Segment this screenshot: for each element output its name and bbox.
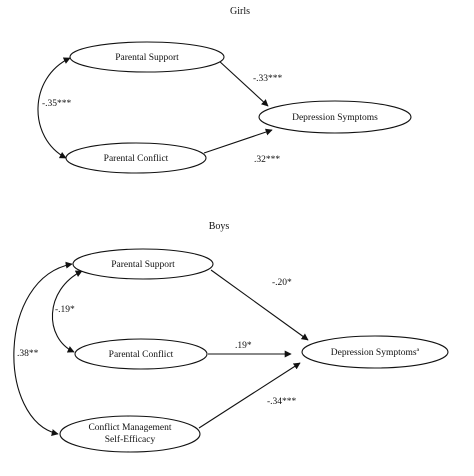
boys-node-conflict-management-self-efficacy-ellipse [59, 415, 201, 453]
girls-node-depression-symptoms-label: Depression Symptoms [292, 113, 378, 123]
boys-node-parental-support: Parental Support [72, 248, 214, 280]
boys-coef-support-depression: -.20* [272, 278, 292, 288]
girls-panel: Girls Parental Support Parental Conflict… [37, 6, 412, 174]
boys-node-conflict-management-self-efficacy: Conflict Management Self-Efficacy [59, 415, 201, 453]
boys-coef-conflict-depression: .19* [235, 341, 252, 351]
girls-node-depression-symptoms-ellipse [258, 100, 412, 134]
boys-coef-support-conflict: -.19* [55, 305, 75, 315]
girls-coef-support-conflict: -.35*** [42, 99, 72, 109]
girls-node-parental-conflict: Parental Conflict [65, 142, 207, 174]
boys-support-efficacy-arrow [13, 261, 73, 436]
boys-node-efficacy-label-line1: Conflict Management [88, 422, 171, 433]
boys-efficacy-depression-arrow [198, 362, 301, 429]
boys-node-parental-support-label: Parental Support [111, 260, 175, 270]
boys-panel: Boys Parental Support Parental Conflict … [13, 221, 449, 453]
boys-coef-support-efficacy: .38** [17, 349, 39, 359]
boys-node-depression-symptoms: Depression Symptomsª [301, 335, 449, 369]
girls-node-parental-support-ellipse [69, 41, 225, 73]
girls-panel-title: Girls [230, 6, 250, 17]
boys-support-depression-arrow [210, 269, 309, 341]
girls-support-depression-arrow [217, 59, 269, 107]
girls-coef-support-depression: -.33*** [253, 74, 283, 84]
boys-node-parental-conflict-ellipse [74, 338, 208, 370]
boys-node-parental-conflict-label: Parental Conflict [109, 349, 174, 360]
boys-panel-title: Boys [209, 221, 230, 232]
girls-support-conflict-arrow [37, 57, 71, 159]
girls-coef-conflict-depression: .32*** [254, 155, 280, 165]
boys-node-parental-support-ellipse [72, 248, 214, 280]
boys-node-depression-symptoms-label: Depression Symptomsª [331, 348, 420, 358]
girls-node-parental-conflict-ellipse [65, 142, 207, 174]
girls-node-parental-conflict-label: Parental Conflict [104, 153, 169, 164]
girls-node-parental-support: Parental Support [69, 41, 225, 73]
girls-node-parental-support-label: Parental Support [115, 53, 179, 63]
girls-conflict-depression-arrow [203, 128, 273, 154]
boys-coef-efficacy-depression: -.34*** [267, 397, 297, 407]
boys-support-conflict-arrow [51, 270, 83, 353]
boys-node-parental-conflict: Parental Conflict [74, 338, 208, 370]
boys-node-efficacy-label-line2: Self-Efficacy [105, 434, 156, 445]
girls-node-depression-symptoms: Depression Symptoms [258, 100, 412, 134]
boys-node-depression-symptoms-ellipse [301, 335, 449, 369]
